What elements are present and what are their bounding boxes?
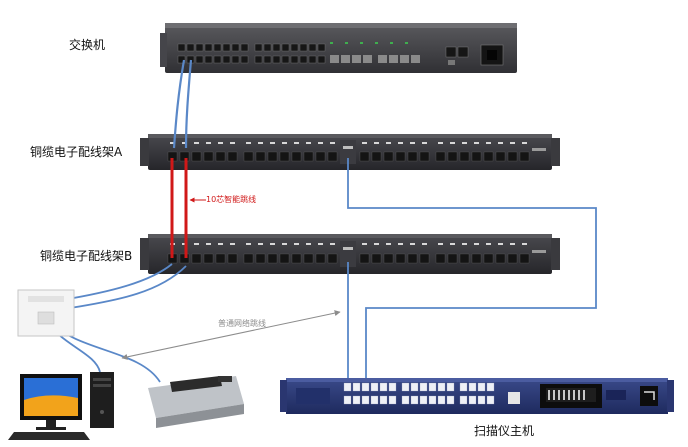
scanner-host-label: 扫描仪主机 [474,424,535,438]
patch-panel-b-label: 铜缆电子配线架B [40,249,133,263]
smart-patch-cord [170,158,188,258]
cable-panel-a-to-scanner [347,158,597,388]
patch-panel-a [140,134,560,170]
printer [148,376,244,428]
smart-patch-cord-label: 10芯智能跳线 [206,195,257,204]
normal-patch-cord-arrow [121,310,341,360]
cable-panel-b-to-wall-plate [61,263,187,309]
computer-keyboard [8,432,90,440]
switch-label: 交换机 [69,38,106,52]
computer-tower [90,372,114,428]
computer-monitor [20,374,82,430]
switch-ports [177,42,420,64]
patch-panel-a-label: 铜缆电子配线架A [30,145,123,159]
switch-device [160,23,517,73]
wall-plate [17,289,75,337]
normal-patch-cord-label: 普通网络跳线 [218,319,266,328]
patch-panel-b [140,234,560,274]
scanner-host [280,378,674,414]
cable-switch-to-panel-a [172,59,193,149]
